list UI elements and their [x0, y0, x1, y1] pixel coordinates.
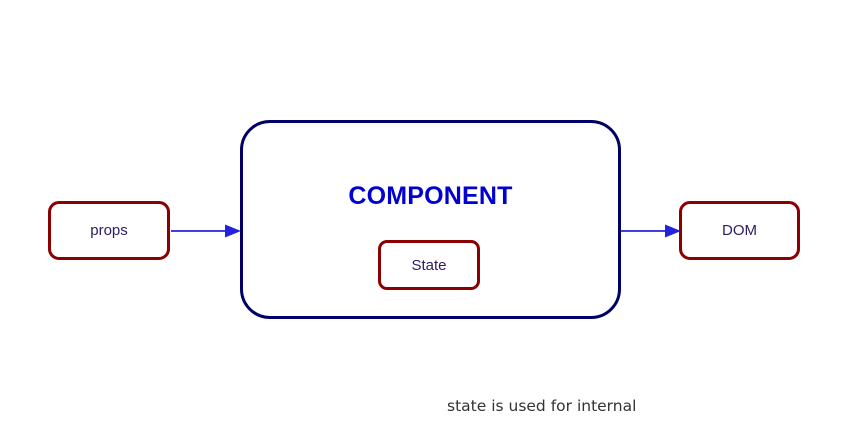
caption-line-1: state is used for internal — [447, 397, 637, 415]
component-to-dom-arrow — [621, 221, 681, 241]
props-node[interactable]: props — [48, 201, 170, 260]
props-node-label: props — [90, 222, 128, 239]
component-title: COMPONENT — [348, 182, 513, 210]
dom-node[interactable]: DOM — [679, 201, 800, 260]
component-container[interactable] — [240, 120, 621, 319]
state-node-label: State — [411, 256, 447, 274]
state-node[interactable]: State — [378, 240, 480, 290]
diagram-caption: state is used for internal communication… — [447, 354, 727, 440]
props-to-component-arrow — [171, 221, 241, 241]
dom-node-label: DOM — [722, 222, 757, 239]
